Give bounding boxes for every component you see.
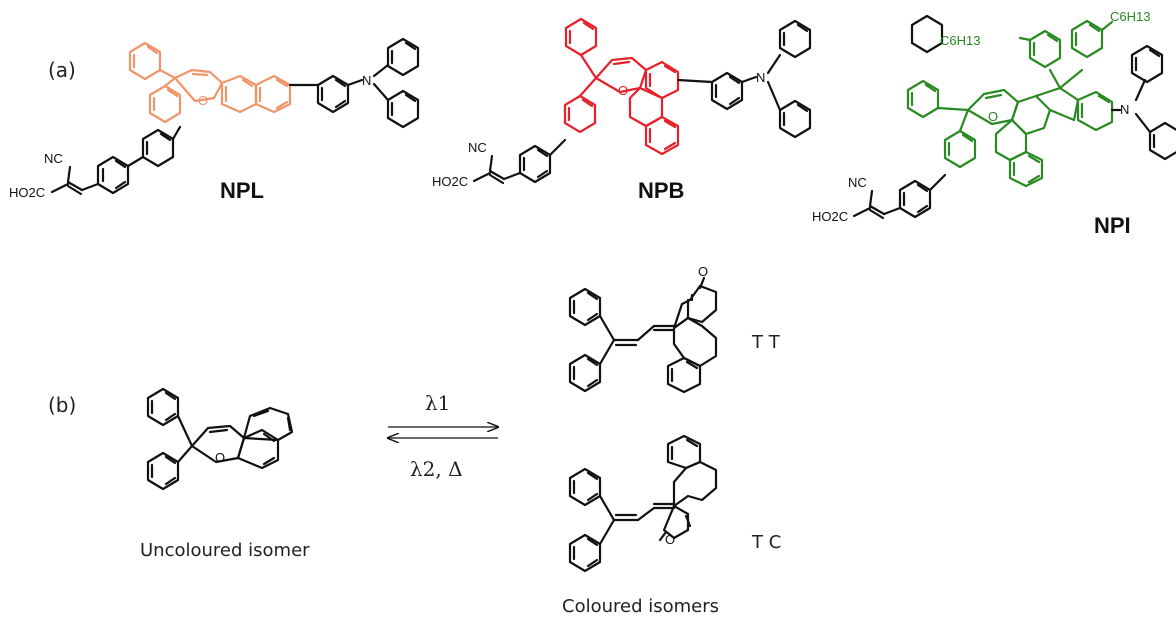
npi-n-label: N <box>1120 102 1129 117</box>
npi-o-label: O <box>988 109 998 124</box>
tc-oxygen-label: O <box>665 532 675 547</box>
npi-c6h13-left-label: C6H13 <box>940 33 980 48</box>
npl-structure: NC HO2C O <box>9 37 420 200</box>
npb-structure: NC HO2C O <box>432 17 812 189</box>
equilibrium-arrows <box>388 427 498 438</box>
npb-nc-label: NC <box>468 140 487 155</box>
panel-label-a: (a) <box>48 58 76 82</box>
reverse-condition-label: λ2, Δ <box>410 457 463 481</box>
compound-name-npb: NPB <box>638 178 684 203</box>
tt-label: T T <box>751 332 781 353</box>
coloured-isomers-label: Coloured isomers <box>562 596 719 617</box>
npl-o-label: O <box>198 93 208 108</box>
npb-ho2c-label: HO2C <box>432 174 468 189</box>
npb-o-label: O <box>618 83 628 98</box>
npl-nc-label: NC <box>44 151 63 166</box>
npi-structure: NC HO2C C6H13 C6H <box>812 9 1176 224</box>
tt-oxygen-label: O <box>698 264 708 279</box>
uncoloured-o-label: O <box>215 450 225 465</box>
uncoloured-isomer-structure <box>146 387 294 491</box>
uncoloured-isomer-label: Uncoloured isomer <box>140 540 310 561</box>
npi-c6h13-right-label: C6H13 <box>1110 9 1150 24</box>
forward-condition-label: λ1 <box>425 391 450 415</box>
tt-isomer-structure <box>568 276 718 394</box>
tc-label: T C <box>751 532 781 553</box>
panel-label-b: (b) <box>48 393 76 417</box>
npl-ho2c-label: HO2C <box>9 185 45 200</box>
tc-isomer-structure <box>568 434 718 573</box>
npb-n-label: N <box>756 70 765 85</box>
compound-name-npi: NPI <box>1094 213 1131 238</box>
npi-nc-label: NC <box>848 175 867 190</box>
compound-name-npl: NPL <box>220 178 264 203</box>
npl-n-label: N <box>362 73 371 88</box>
npi-ho2c-label: HO2C <box>812 209 848 224</box>
